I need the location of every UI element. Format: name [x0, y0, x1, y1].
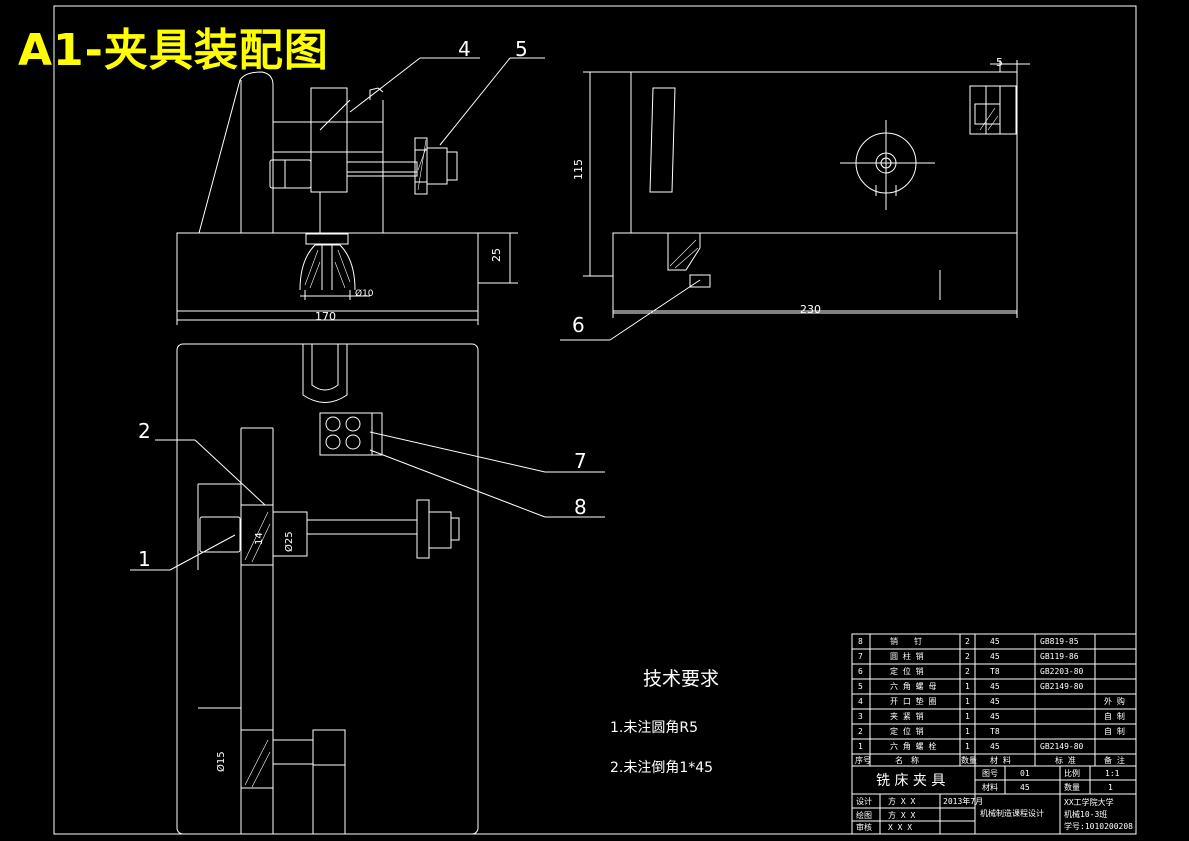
col-header-remark: 备 注 — [1104, 756, 1125, 765]
parts-row-remark: 外 购 — [1104, 697, 1125, 706]
parts-row-name: 圆 柱 销 — [890, 652, 924, 661]
checker-label: 审核 — [856, 823, 872, 832]
side-view — [560, 60, 1030, 341]
balloon-7: 7 — [574, 449, 587, 473]
dim-25: 25 — [490, 248, 503, 262]
drawing-frame — [53, 5, 1137, 835]
checker: X X X — [888, 823, 913, 832]
parts-row-name: 定 位 销 — [890, 727, 924, 736]
parts-row-standard: GB2203-80 — [1040, 667, 1084, 676]
col-header-no: 序号 — [855, 756, 871, 765]
dim-phi-side: Ø10 — [355, 288, 374, 299]
parts-row-remark: 自 制 — [1104, 727, 1125, 736]
drawing-title: A1-夹具装配图 — [18, 25, 329, 76]
col-header-material: 材 料 — [990, 756, 1011, 765]
parts-row-no: 2 — [858, 727, 863, 736]
parts-row-standard: GB119-86 — [1040, 652, 1079, 661]
parts-row-standard: GB819-85 — [1040, 637, 1079, 646]
parts-row-standard: GB2149-80 — [1040, 682, 1084, 691]
dim-230: 230 — [800, 303, 821, 316]
parts-row-name: 六 角 螺 栓 — [890, 742, 937, 751]
parts-row-name: 六 角 螺 母 — [890, 682, 937, 691]
top-hatch — [244, 511, 271, 788]
designer-label: 设计 — [856, 797, 872, 806]
drawer: 方 X X — [888, 811, 916, 820]
parts-row-qty: 1 — [965, 727, 970, 736]
parts-row-no: 8 — [858, 637, 863, 646]
parts-row-no: 1 — [858, 742, 863, 751]
parts-row-material: T8 — [990, 727, 1000, 736]
parts-row-qty: 2 — [965, 667, 970, 676]
parts-row-material: 45 — [990, 697, 1000, 706]
parts-row-no: 6 — [858, 667, 863, 676]
parts-row-name: 开 口 垫 圈 — [890, 697, 937, 706]
parts-row-remark: 自 制 — [1104, 712, 1125, 721]
material: 45 — [1020, 783, 1030, 792]
parts-row-no: 3 — [858, 712, 863, 721]
parts-row-name: 夹 紧 销 — [890, 712, 924, 721]
material-label: 材料 — [982, 783, 998, 792]
qty: 1 — [1108, 783, 1113, 792]
balloon-4: 4 — [458, 37, 471, 61]
side-hatch — [669, 107, 999, 269]
balloon-1: 1 — [138, 547, 151, 571]
designer: 方 X X — [888, 797, 916, 806]
balloon-8: 8 — [574, 495, 587, 519]
dim-5: 5 — [996, 56, 1003, 69]
parts-row-material: 45 — [990, 652, 1000, 661]
tech-requirements-heading: 技术要求 — [643, 668, 720, 690]
parts-row-material: 45 — [990, 712, 1000, 721]
front-hatch — [304, 139, 427, 289]
parts-row-no: 7 — [858, 652, 863, 661]
balloon-5: 5 — [515, 37, 528, 61]
col-header-name: 名 称 — [895, 756, 919, 765]
qty-label: 数量 — [1064, 783, 1080, 792]
parts-row-qty: 2 — [965, 652, 970, 661]
parts-row-no: 5 — [858, 682, 863, 691]
col-header-standard: 标 准 — [1055, 756, 1076, 765]
course-name: 机械制造课程设计 — [980, 809, 1044, 818]
drawing-no: 01 — [1020, 769, 1030, 778]
parts-row-no: 4 — [858, 697, 863, 706]
dim-170: 170 — [315, 310, 336, 323]
balloon-2: 2 — [138, 419, 151, 443]
parts-row-material: 45 — [990, 637, 1000, 646]
balloon-6: 6 — [572, 313, 585, 337]
parts-row-name: 销 钉 — [890, 637, 922, 646]
dim-phi15: Ø15 — [215, 751, 227, 772]
tech-requirement-1: 1.未注圆角R5 — [610, 720, 698, 736]
parts-table-grid — [851, 633, 1137, 835]
dim-phi25: Ø25 — [283, 531, 295, 552]
col-header-qty: 数量 — [961, 756, 977, 765]
school-name: XX工学院大学 — [1064, 798, 1114, 807]
parts-row-qty: 1 — [965, 682, 970, 691]
class-name: 机械10-3班 — [1064, 810, 1108, 819]
drawer-label: 绘图 — [856, 811, 872, 820]
dim-115: 115 — [572, 159, 585, 180]
parts-row-qty: 2 — [965, 637, 970, 646]
dim-phi14: 14 — [254, 532, 265, 545]
parts-row-material: T8 — [990, 667, 1000, 676]
parts-row-name: 定 位 销 — [890, 667, 924, 676]
parts-row-material: 45 — [990, 682, 1000, 691]
design-date: 2013年7月 — [943, 797, 984, 806]
drawing-no-label: 图号 — [982, 769, 998, 778]
scale-label: 比例 — [1064, 769, 1080, 778]
front-view — [176, 57, 545, 325]
parts-row-qty: 1 — [965, 712, 970, 721]
parts-row-material: 45 — [990, 742, 1000, 751]
parts-row-qty: 1 — [965, 742, 970, 751]
tech-requirement-2: 2.未注倒角1*45 — [610, 760, 714, 776]
student-no: 学号:1010200208 — [1064, 822, 1133, 831]
parts-row-qty: 1 — [965, 697, 970, 706]
scale: 1:1 — [1105, 769, 1120, 778]
title-block-name: 铣 床 夹 具 — [876, 773, 946, 789]
top-view — [130, 343, 605, 835]
parts-row-standard: GB2149-80 — [1040, 742, 1084, 751]
